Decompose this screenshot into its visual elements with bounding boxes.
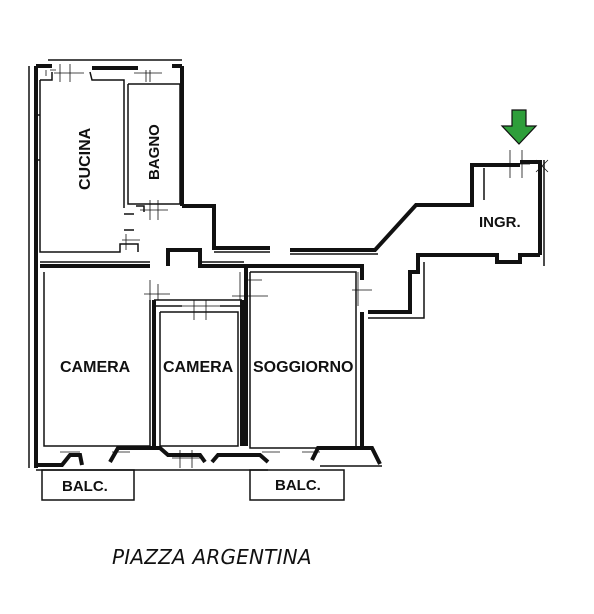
- outer-walls: [28, 59, 545, 471]
- room-label-balcone-left: BALC.: [62, 478, 108, 495]
- room-label-camera-left: CAMERA: [60, 359, 131, 376]
- room-label-camera-middle: CAMERA: [163, 359, 234, 376]
- street-name: PIAZZA ARGENTINA: [112, 545, 312, 569]
- room-label-cucina: CUCINA: [77, 127, 94, 190]
- entrance-arrow: [500, 109, 538, 145]
- balcony-right: [249, 469, 345, 501]
- down-arrow-icon: [500, 109, 538, 145]
- room-labels: CUCINA BAGNO INGR. CAMERA CAMERA SOGGIOR…: [60, 124, 521, 495]
- balcony-left: [41, 469, 135, 501]
- internal-walls: [34, 64, 549, 468]
- room-label-bagno: BAGNO: [146, 124, 163, 180]
- room-label-balcone-right: BALC.: [275, 477, 321, 494]
- balconies: [41, 469, 345, 501]
- room-label-soggiorno: SOGGIORNO: [253, 359, 353, 376]
- room-label-ingresso: INGR.: [479, 214, 521, 231]
